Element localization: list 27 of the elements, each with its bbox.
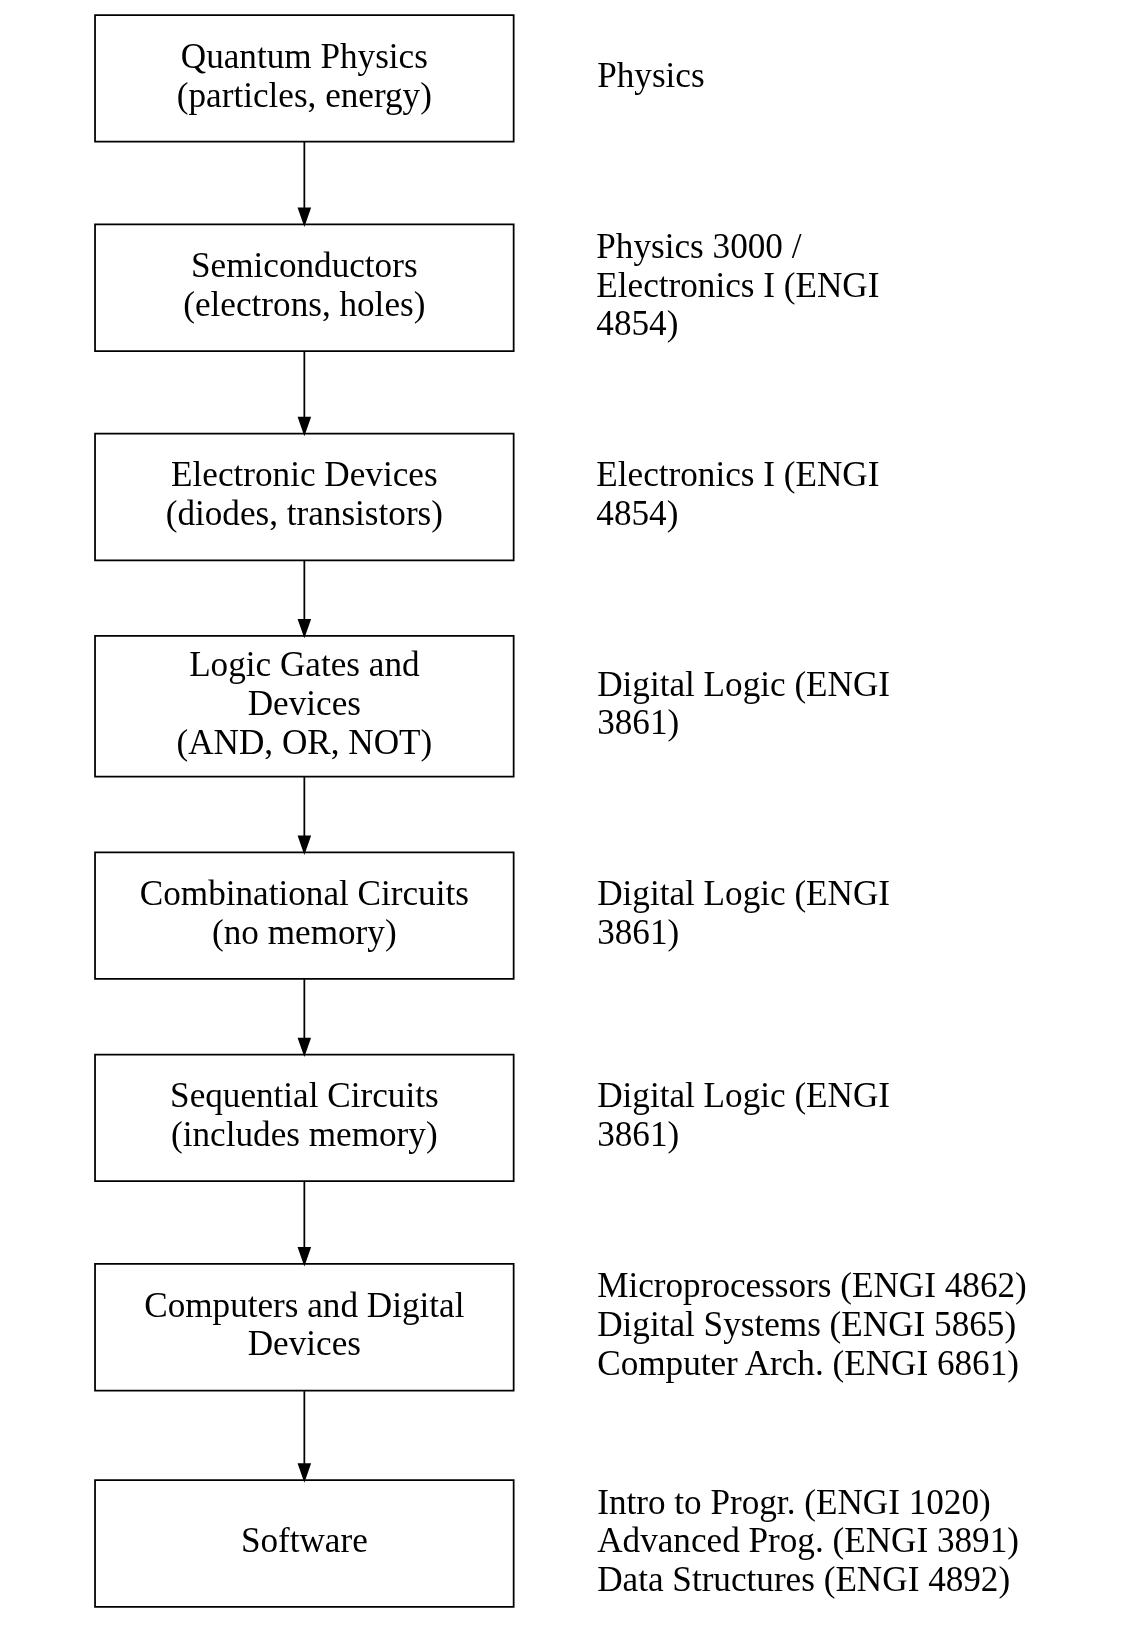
arrow [297,1180,312,1267]
node-label: Digital Logic (ENGI 3861) [597,1076,891,1155]
node-label: Digital Logic (ENGI 3861) [597,664,891,743]
node-box: Combinational Circuits (no memory) [94,851,515,980]
node-label: Data Structures (ENGI 4892) [597,1560,1011,1600]
node-label: Physics 3000 / Electronics I (ENGI 4854) [596,226,880,344]
node-label: Microprocessors (ENGI 4862) [597,1266,1027,1306]
node-box: Software [94,1479,515,1608]
arrow [297,978,312,1058]
node-label: Intro to Progr. (ENGI 1020) [597,1482,991,1522]
arrow [297,350,312,437]
node-label: Physics [597,56,705,96]
arrow [297,776,312,855]
node-label: Advanced Prog. (ENGI 3891) [597,1521,1019,1561]
node-box: Semiconductors (electrons, holes) [94,223,515,352]
arrow [297,1390,312,1483]
node-label: Electronics I (ENGI 4854) [596,455,880,534]
node-box: Computers and Digital Devices [94,1263,515,1392]
arrow [297,141,312,227]
node-box: Logic Gates and Devices (AND, OR, NOT) [94,635,515,778]
arrow [297,559,312,639]
node-box: Electronic Devices (diodes, transistors) [94,432,515,562]
node-box: Quantum Physics (particles, energy) [94,14,515,143]
node-label: Digital Systems (ENGI 5865) [597,1305,1017,1345]
node-label: Digital Logic (ENGI 3861) [597,874,891,952]
node-label: Computer Arch. (ENGI 6861) [597,1343,1019,1383]
node-box: Sequential Circuits (includes memory) [94,1053,515,1183]
